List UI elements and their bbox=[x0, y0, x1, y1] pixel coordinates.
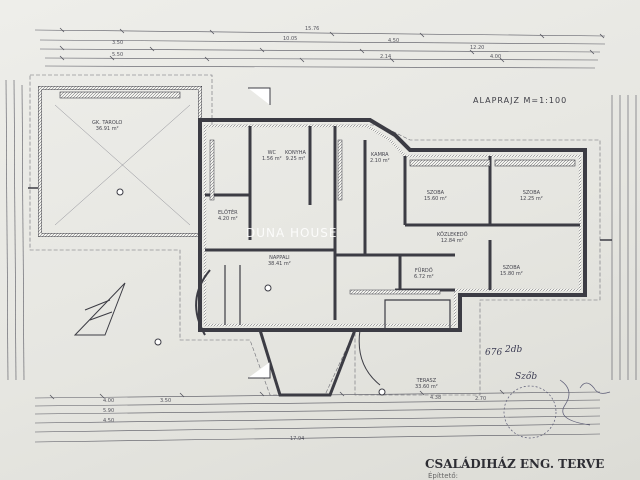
room-hall-area: 12.84 m² bbox=[440, 238, 464, 244]
section-markers bbox=[28, 87, 612, 396]
stamp bbox=[503, 379, 611, 439]
room-pantry: KAMRA 2.10 m² bbox=[370, 152, 390, 164]
room-wc-area: 1.56 m² bbox=[262, 156, 282, 162]
room-bath-area: 6.72 m² bbox=[414, 274, 434, 280]
room-living-area: 38.41 m² bbox=[268, 261, 291, 267]
room-living: NAPPALI 38.41 m² bbox=[268, 255, 291, 267]
dim-top-3: 4.50 bbox=[388, 38, 400, 44]
dim-top-6: 5.50 bbox=[112, 52, 124, 58]
dimension-lines-top bbox=[34, 27, 606, 69]
dim-top-2: 10.05 bbox=[283, 36, 298, 42]
room-kitchen: KONYHA 9.25 m² bbox=[285, 150, 306, 162]
room-terrace: TERASZ 33.60 m² bbox=[415, 378, 438, 390]
room-garage-name: GK. TAROLO bbox=[92, 120, 123, 126]
handwritten-note-1: 676 bbox=[485, 348, 503, 358]
dimension-lines-bottom bbox=[34, 389, 601, 443]
room-terrace-name: TERASZ bbox=[416, 378, 437, 384]
room-bedroom-3-name: SZOBA bbox=[502, 265, 521, 271]
room-bedroom-1: SZOBA 15.60 m² bbox=[424, 190, 447, 202]
room-bedroom-3-area: 15.80 m² bbox=[500, 271, 523, 277]
column-marks bbox=[59, 91, 576, 295]
dim-bottom-4: 3.50 bbox=[160, 398, 172, 404]
room-garage-area: 36.91 m² bbox=[95, 126, 119, 132]
room-hall: KÖZLEKEDŐ 12.84 m² bbox=[437, 232, 468, 244]
dim-top-4: 12.20 bbox=[470, 45, 485, 51]
dim-bottom-5: 4.38 bbox=[430, 395, 442, 401]
room-bedroom-1-name: SZOBA bbox=[426, 190, 445, 196]
room-bedroom-2: SZOBA 12.25 m² bbox=[520, 190, 543, 202]
building-outline bbox=[28, 74, 612, 439]
dim-bottom-7: 4.50 bbox=[103, 418, 115, 424]
dim-bottom-6: 2.70 bbox=[475, 396, 487, 402]
dim-top-7: 4.00 bbox=[490, 54, 502, 60]
room-wc: WC 1.56 m² bbox=[262, 150, 282, 162]
drawing-subtitle: Építtető: bbox=[428, 472, 458, 480]
room-lobby-name: ELŐTÉR bbox=[218, 210, 238, 216]
dim-top-1: 15.76 bbox=[305, 26, 320, 32]
dim-top-5: 3.50 bbox=[112, 40, 124, 46]
dim-top-8: 2.14 bbox=[380, 54, 392, 60]
room-bedroom-1-area: 15.60 m² bbox=[424, 196, 447, 202]
room-wc-name: WC bbox=[267, 150, 277, 156]
room-bedroom-2-area: 12.25 m² bbox=[520, 196, 543, 202]
room-pantry-area: 2.10 m² bbox=[370, 158, 390, 164]
drawing-title: CSALÁDIHÁZ ENG. TERVE bbox=[425, 457, 605, 471]
room-living-name: NAPPALI bbox=[269, 255, 290, 261]
room-hall-name: KÖZLEKEDŐ bbox=[437, 232, 468, 238]
handwritten-note-3: 2db bbox=[505, 345, 523, 355]
room-bedroom-3: SZOBA 15.80 m² bbox=[500, 265, 523, 277]
room-bedroom-2-name: SZOBA bbox=[522, 190, 541, 196]
dimension-lines-sides bbox=[5, 79, 637, 381]
room-lobby: ELŐTÉR 4.20 m² bbox=[218, 210, 238, 222]
room-lobby-area: 4.20 m² bbox=[218, 216, 238, 222]
room-terrace-area: 33.60 m² bbox=[415, 384, 438, 390]
room-bath: FÜRDŐ 6.72 m² bbox=[414, 268, 434, 280]
north-arrow bbox=[73, 282, 126, 336]
room-kitchen-name: KONYHA bbox=[285, 150, 306, 156]
handwritten-note-2: Szőb bbox=[515, 372, 538, 382]
room-pantry-name: KAMRA bbox=[370, 152, 389, 158]
dim-bottom-2: 4.00 bbox=[103, 398, 115, 404]
room-bath-name: FÜRDŐ bbox=[414, 268, 433, 274]
room-kitchen-area: 9.25 m² bbox=[285, 156, 306, 162]
dim-bottom-3: 5.90 bbox=[103, 408, 115, 414]
watermark-logo: DUNA HOUSE bbox=[246, 226, 338, 240]
room-garage: GK. TAROLO 36.91 m² bbox=[92, 120, 122, 132]
dim-bottom-1: 17.94 bbox=[290, 436, 305, 442]
plan-heading: ALAPRAJZ M=1:100 bbox=[473, 96, 568, 105]
